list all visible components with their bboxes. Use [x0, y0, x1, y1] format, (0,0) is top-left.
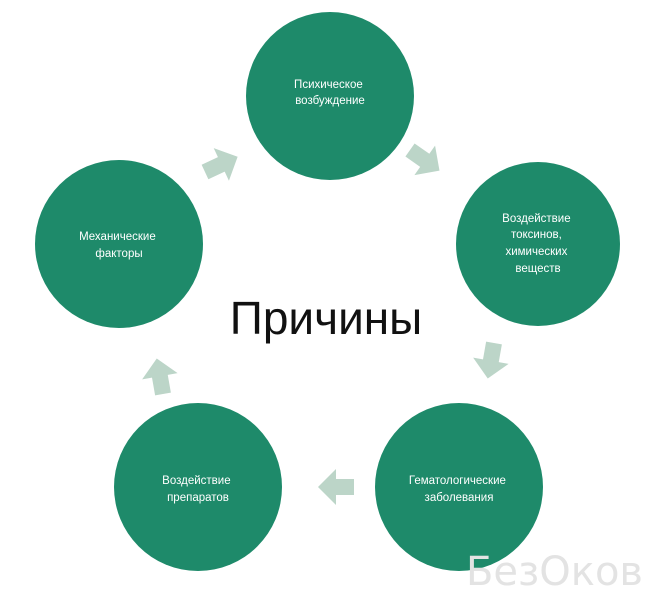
arrow-psych-to-toxins: [405, 143, 440, 176]
node-toxins-circle: [456, 162, 620, 326]
node-hemato-label: Гематологические заболевания: [409, 475, 509, 504]
node-hemato-line: Гематологические: [409, 475, 506, 487]
cycle-arrows: [142, 143, 509, 505]
node-psych: Психическое возбуждение: [246, 12, 414, 180]
node-psych-line: Психическое: [294, 79, 363, 91]
arrow-drugs-to-mech: [142, 358, 178, 396]
node-drugs-line: Воздействие: [162, 475, 230, 487]
node-psych-circle: [246, 12, 414, 180]
node-drugs-circle: [114, 403, 282, 571]
node-mech-line: Механические: [79, 231, 156, 243]
node-drugs: Воздействие препаратов: [114, 403, 282, 571]
node-psych-line: возбуждение: [295, 95, 365, 107]
node-mech-circle: [35, 160, 203, 328]
node-mech-label: Механические факторы: [79, 231, 159, 260]
node-drugs-label: Воздействие препаратов: [162, 475, 234, 504]
node-toxins-label: Воздействие токсинов, химических веществ: [502, 213, 574, 275]
arrow-toxins-to-hemato: [473, 341, 509, 379]
node-hemato: Гематологические заболевания: [375, 403, 543, 571]
center-title: Причины: [230, 292, 422, 344]
node-hemato-circle: [375, 403, 543, 571]
node-hemato-line: заболевания: [425, 492, 494, 504]
node-mech: Механические факторы: [35, 160, 203, 328]
node-toxins-line: Воздействие: [502, 213, 570, 225]
node-toxins-line: токсинов,: [511, 229, 562, 241]
node-toxins-line: веществ: [515, 263, 560, 275]
node-mech-line: факторы: [95, 248, 142, 260]
node-psych-label: Психическое возбуждение: [294, 79, 366, 107]
node-drugs-line: препаратов: [167, 492, 229, 504]
arrow-mech-to-psych: [201, 148, 238, 181]
arrow-hemato-to-drugs: [318, 469, 354, 505]
watermark-logo: БезОков: [466, 549, 643, 595]
node-toxins-line: химических: [505, 246, 567, 258]
node-toxins: Воздействие токсинов, химических веществ: [456, 162, 620, 326]
